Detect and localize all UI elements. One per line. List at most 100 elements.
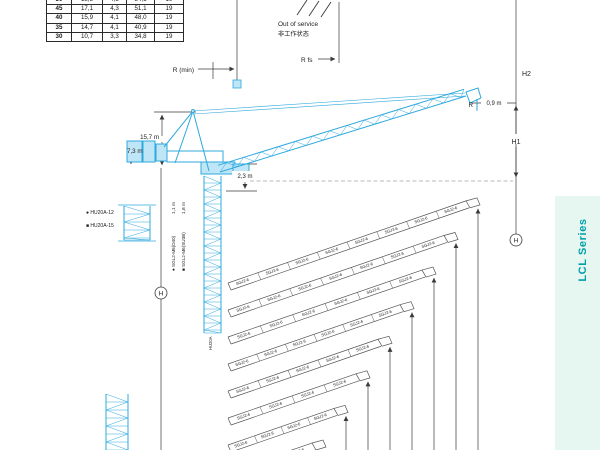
jib-option-tip	[355, 370, 371, 382]
jib-option-tip	[333, 405, 349, 416]
dim-7-3-label: 7,3 m	[127, 148, 142, 155]
mast-section-detail	[123, 205, 151, 241]
jib-option-tip	[465, 197, 481, 209]
label-backplates	[120, 98, 526, 180]
svg-text:H: H	[159, 291, 164, 298]
jib-segment-label: SGJ2-6	[366, 286, 381, 295]
jib-segment-label: SGJ2-6	[235, 358, 250, 367]
jib-segment-label: SGJ2-6	[443, 205, 458, 214]
strut-dim-square: 1,8 m	[181, 202, 187, 214]
mast-code-square: ■ HU20A-15	[86, 223, 114, 229]
h2-label: H2	[522, 71, 531, 78]
jib-segment-label: SGJ2-6	[265, 374, 280, 383]
counterweight-block	[155, 143, 168, 162]
hook-height-symbol-left: H	[154, 286, 168, 300]
jib-tip-head	[465, 87, 482, 104]
jib-segment-label: SGJ2-6	[236, 411, 251, 420]
strut-code-dot: ● SGL2-M6(D40)	[171, 235, 176, 271]
tower-lattice	[203, 175, 222, 334]
jib-segment-label: SGJ2-6	[421, 240, 436, 249]
jib-segment-label: SGJ2-6	[328, 271, 343, 280]
jib-option-tip	[377, 335, 393, 347]
jib-segment-label: SGJ2-6	[390, 250, 405, 259]
jib-segment-label: SGJ2-6	[260, 430, 275, 439]
jib-option-tip	[399, 301, 415, 313]
jib-option-tip	[421, 266, 437, 278]
table-row: 5018,34,554,119	[46, 0, 184, 6]
jib-segment-label: SGJ2-6	[384, 225, 399, 234]
jib-segment-label: SGJ2-6	[355, 343, 370, 352]
jib-segment-label: SGJ2-6	[269, 319, 284, 328]
jib-segment-label: SGJ2-6	[236, 303, 251, 312]
jib-segment-label: SGJ2-6	[332, 378, 347, 387]
jib-segment-label: SGJ2-6	[359, 261, 374, 270]
jib-segment-label: SGJ2-6	[313, 412, 328, 421]
jib-segment-label: SGJ2-6	[378, 308, 393, 317]
r-min-label: R (min)	[173, 67, 194, 74]
out-of-service-label-zh: 非工作状态	[278, 30, 309, 38]
jib-length-option: SGJ2-6SGJ2-6SGJ2-6SGJ2-6SGJ2-6SGJ2-6SGJ2…	[227, 232, 459, 450]
jib-segment-label: SGJ2-6	[295, 364, 310, 373]
hook-height-symbol-right: H	[509, 233, 523, 247]
luffing-ropes	[192, 92, 466, 115]
machinery-deck	[166, 150, 224, 163]
jib-segment-label: SGJ2-6	[268, 400, 283, 409]
jib-segment-label: SGJ2-6	[234, 439, 249, 448]
component-code-labels: ● HU20A-12 ■ HU20A-15 ● SGL2-M6(D40) 1,1…	[86, 202, 213, 350]
jib-length-option: SGJ2-6SGJ2-6SGJ2-6SGJ2-6SGJ2-6SGJ2-6SGJ2…	[227, 197, 481, 450]
jib-segment-label: SGJ2-6	[301, 308, 316, 317]
counterweight-block	[126, 140, 143, 163]
jib-segment-label: SGJ2-6	[263, 348, 278, 357]
jib-segment-label: SGJ2-6	[414, 215, 429, 224]
out-of-service-jib-hatch	[296, 0, 332, 18]
jib-segment-label: SGJ2-6	[398, 274, 413, 283]
dim-2-3-label: 2,3 m	[237, 174, 252, 180]
jib-segment-label: SGJ2-6	[287, 421, 302, 430]
counterweight-block	[142, 140, 156, 163]
svg-text:H: H	[514, 238, 519, 245]
jib-segment-label: SGJ2-6	[295, 256, 310, 265]
dim-15-7-label: 15,7 m	[140, 134, 159, 141]
jib-segment-label: SGJ2-6	[333, 297, 348, 306]
jib-length-fan: SGJ2-6SGJ2-6SGJ2-6SGJ2-6SGJ2-6SGJ2-6SGJ2…	[227, 197, 481, 450]
out-of-service-label: Out of service	[278, 21, 318, 28]
strut-code-square: ■ SGL2-M6(SU3B)	[181, 232, 186, 271]
luffing-jib-lattice	[217, 88, 467, 173]
jib-segment-label: SGJ2-6	[349, 318, 364, 327]
jib-segment-label: SGJ2-6	[235, 385, 250, 394]
jib-segment-label: SGJ2-6	[325, 354, 340, 363]
jib-segment-label: SGJ2-6	[321, 328, 336, 337]
jib-option-tip	[443, 232, 459, 243]
h1-label: H1	[512, 139, 521, 146]
a-frame	[163, 110, 210, 172]
jib-segment-label: SGJ2-6	[235, 277, 250, 286]
series-badge-label: LCL Series	[577, 218, 589, 282]
spare-mast-section	[105, 393, 129, 450]
jib-option-tip	[311, 439, 327, 450]
series-badge: LCL Series	[555, 196, 600, 450]
jib-segment-label: SGJ2-6	[324, 246, 339, 255]
jib-segment-label: SGJ2-6	[297, 282, 312, 291]
jib-segment-label: SGJ2-6	[267, 293, 282, 302]
jib-segment-label: SGJ2-6	[292, 338, 307, 347]
jib-segment-label: SGJ2-6	[300, 389, 315, 398]
strut-dim-dot: 1,1 m	[171, 202, 177, 214]
jib-segment-label: SGJ2-6	[265, 266, 280, 275]
mast-section-flanges	[118, 204, 156, 242]
r-tip-label: R	[469, 102, 474, 109]
r-fs-label: R fs	[301, 57, 313, 64]
